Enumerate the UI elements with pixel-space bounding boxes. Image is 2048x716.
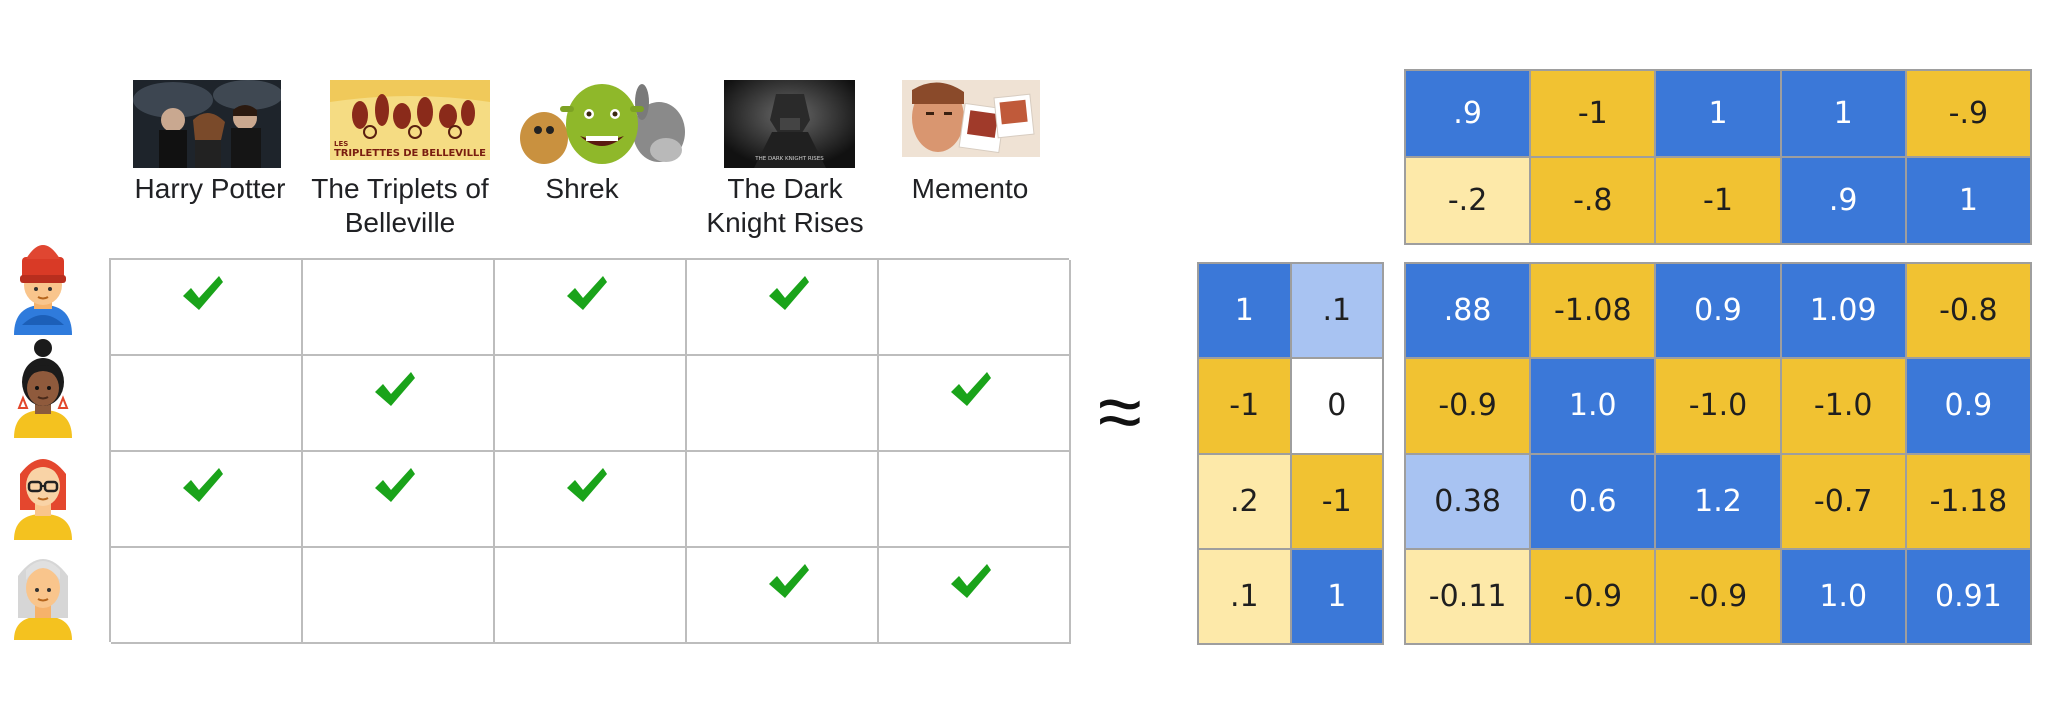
rating-cell	[879, 452, 1071, 548]
user-embedding-cell: 1	[1291, 549, 1382, 643]
ratings-matrix	[109, 258, 1071, 644]
checkmark-icon	[951, 372, 991, 406]
predicted-rating-cell: -0.9	[1406, 359, 1530, 453]
predicted-rating-cell: -1.18	[1906, 454, 2030, 548]
rating-cell	[111, 260, 303, 356]
checkmark-icon	[183, 276, 223, 310]
predicted-rating-cell: 0.9	[1906, 359, 2030, 453]
user-embedding-cell: -1	[1199, 359, 1290, 453]
dark-knight-poster-text: THE DARK KNIGHT RISES	[754, 156, 824, 162]
movie-embedding-cell: -1	[1656, 158, 1780, 243]
movie-embedding-cell: 1	[1906, 158, 2030, 243]
movie-title-line: The Triplets of	[311, 173, 489, 204]
predicted-rating-cell: 0.9	[1656, 264, 1780, 358]
user-embedding-cell: 0	[1291, 359, 1382, 453]
checkmark-icon	[375, 468, 415, 502]
predicted-rating-cell: -1.0	[1656, 359, 1780, 453]
rating-cell	[111, 356, 303, 452]
user-red-hair-glasses-avatar	[8, 440, 78, 540]
harry-potter-poster	[133, 80, 281, 168]
predicted-rating-cell: 0.38	[1406, 454, 1530, 548]
predicted-rating-cell: 1.09	[1781, 264, 1905, 358]
movie-embedding-cell: 1	[1656, 71, 1780, 156]
movie-embedding-cell: -.8	[1531, 158, 1655, 243]
checkmark-icon	[183, 468, 223, 502]
triplets-poster-title-text: TRIPLETTES DE BELLEVILLE	[334, 148, 486, 159]
rating-cell	[495, 260, 687, 356]
rating-cell	[303, 452, 495, 548]
rating-cell	[687, 548, 879, 644]
memento-poster	[902, 80, 1040, 157]
movie-embedding-cell: -1	[1531, 71, 1655, 156]
movie-title-line: Harry Potter	[134, 173, 286, 204]
movie-title-shrek: Shrek	[482, 172, 682, 206]
movie-title-line: Knight Rises	[706, 207, 864, 238]
dark-knight-rises-poster: THE DARK KNIGHT RISES	[724, 80, 855, 168]
movie-embedding-cell: -.9	[1906, 71, 2030, 156]
checkmark-icon	[951, 564, 991, 598]
user-embedding-cell: 1	[1199, 264, 1290, 358]
user-embedding-cell: .2	[1199, 454, 1290, 548]
predicted-rating-cell: -0.9	[1531, 549, 1655, 643]
rating-cell	[879, 548, 1071, 644]
checkmark-icon	[375, 372, 415, 406]
movie-embedding-cell: .9	[1406, 71, 1530, 156]
user-embedding-cell: .1	[1291, 264, 1382, 358]
checkmark-icon	[769, 564, 809, 598]
predicted-rating-cell: -0.9	[1656, 549, 1780, 643]
triplets-of-belleville-poster: LES TRIPLETTES DE BELLEVILLE	[330, 80, 490, 160]
movie-title-line: Shrek	[545, 173, 619, 204]
rating-cell	[495, 548, 687, 644]
movie-title-line: Memento	[911, 173, 1029, 204]
movie-title-memento: Memento	[870, 172, 1070, 206]
movie-embedding-cell: .9	[1781, 158, 1905, 243]
rating-cell	[495, 356, 687, 452]
rating-cell	[303, 548, 495, 644]
checkmark-icon	[567, 468, 607, 502]
predicted-rating-cell: 0.91	[1906, 549, 2030, 643]
movie-title-line: Belleville	[344, 207, 456, 238]
triplets-poster-les-text: LES	[334, 140, 348, 148]
shrek-poster	[514, 80, 689, 168]
rating-cell	[111, 548, 303, 644]
user-red-hat-avatar	[8, 235, 78, 335]
predicted-rating-cell: -1.08	[1531, 264, 1655, 358]
rating-cell	[111, 452, 303, 548]
user-dark-hair-bun-avatar	[8, 338, 78, 438]
approximately-equal-symbol: ≈	[1098, 367, 1142, 456]
rating-cell	[879, 356, 1071, 452]
predicted-rating-cell: 1.0	[1531, 359, 1655, 453]
movie-title-harry-potter: Harry Potter	[110, 172, 310, 206]
rating-cell	[303, 356, 495, 452]
movie-embedding-cell: -.2	[1406, 158, 1530, 243]
rating-cell	[303, 260, 495, 356]
predicted-rating-cell: -0.8	[1906, 264, 2030, 358]
predicted-rating-cell: -0.7	[1781, 454, 1905, 548]
rating-cell	[687, 356, 879, 452]
predicted-rating-cell: .88	[1406, 264, 1530, 358]
movie-embedding-cell: 1	[1781, 71, 1905, 156]
predicted-rating-cell: -0.11	[1406, 549, 1530, 643]
rating-cell	[687, 260, 879, 356]
predicted-rating-cell: 0.6	[1531, 454, 1655, 548]
predicted-rating-cell: -1.0	[1781, 359, 1905, 453]
movie-title-triplets: The Triplets of Belleville	[290, 172, 510, 240]
user-embedding-cell: .1	[1199, 549, 1290, 643]
checkmark-icon	[769, 276, 809, 310]
rating-cell	[687, 452, 879, 548]
user-embedding-cell: -1	[1291, 454, 1382, 548]
predicted-rating-cell: 1.2	[1656, 454, 1780, 548]
user-gray-hair-avatar	[8, 540, 78, 640]
rating-cell	[879, 260, 1071, 356]
movie-title-dark-knight-rises: The Dark Knight Rises	[685, 172, 885, 240]
predicted-rating-cell: 1.0	[1781, 549, 1905, 643]
rating-cell	[495, 452, 687, 548]
movie-title-line: The Dark	[727, 173, 843, 204]
checkmark-icon	[567, 276, 607, 310]
